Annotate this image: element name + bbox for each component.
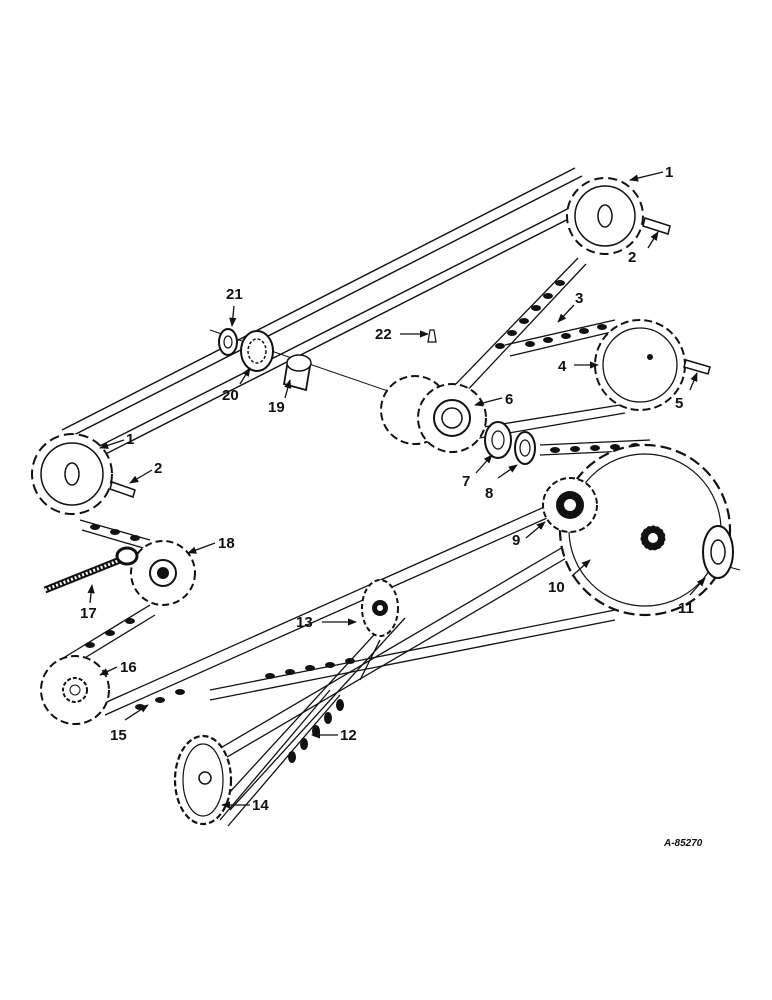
sprocket-middle-double — [380, 375, 487, 453]
sprocket-13 — [361, 579, 399, 637]
key-2-upper — [642, 217, 671, 235]
callout-17: 17 — [80, 584, 97, 622]
label-9: 9 — [512, 532, 520, 549]
label-15: 15 — [110, 727, 127, 744]
chain-links-upper — [495, 280, 607, 349]
label-16: 16 — [120, 659, 137, 676]
label-20: 20 — [222, 387, 239, 404]
callout-21: 21 — [226, 286, 243, 327]
eye-bolt — [43, 546, 139, 594]
callout-18: 18 — [187, 535, 235, 554]
callout-19: 19 — [268, 379, 292, 416]
callout-4: 4 — [558, 358, 599, 375]
sprocket-16 — [40, 655, 110, 725]
callout-20: 20 — [222, 367, 251, 404]
label-21: 21 — [226, 286, 243, 303]
key-2-lower — [109, 481, 136, 498]
label-1-top: 1 — [665, 164, 673, 181]
bearing-7 — [484, 421, 512, 459]
label-8: 8 — [485, 485, 493, 502]
label-13: 13 — [296, 614, 313, 631]
callout-2-left: 2 — [129, 460, 162, 484]
idler-sprocket — [130, 540, 196, 606]
label-2-top: 2 — [628, 249, 636, 266]
label-17: 17 — [80, 605, 97, 622]
callout-15: 15 — [110, 704, 149, 744]
sprocket-14 — [173, 734, 233, 826]
sprocket-large — [558, 443, 732, 617]
label-1-left: 1 — [126, 431, 134, 448]
callout-9: 9 — [512, 521, 546, 549]
callout-2-top: 2 — [628, 231, 659, 266]
callout-13: 13 — [296, 614, 357, 631]
collar-8 — [514, 431, 536, 465]
label-10: 10 — [548, 579, 565, 596]
callout-8: 8 — [485, 464, 518, 502]
sprocket-top-right — [566, 177, 644, 255]
callout-10: 10 — [548, 559, 591, 596]
label-2-left: 2 — [154, 460, 162, 477]
spacer-19 — [282, 354, 312, 392]
callout-3: 3 — [557, 290, 583, 323]
label-7: 7 — [462, 473, 470, 490]
collar-21 — [218, 328, 238, 356]
label-4: 4 — [558, 358, 567, 375]
washer — [702, 525, 734, 579]
callout-6: 6 — [474, 391, 513, 408]
callout-11: 11 — [678, 577, 706, 617]
label-14: 14 — [252, 797, 269, 814]
label-18: 18 — [218, 535, 235, 552]
sprocket-left — [31, 433, 113, 515]
label-5: 5 — [675, 395, 683, 412]
callout-22: 22 — [375, 326, 429, 343]
label-19: 19 — [268, 399, 285, 416]
label-11: 11 — [678, 600, 694, 617]
lower-cross-chains — [99, 499, 616, 827]
sprocket-small-9 — [542, 477, 598, 533]
sprocket-right-upper — [594, 319, 686, 411]
key-5 — [683, 359, 711, 375]
callout-12: 12 — [311, 727, 357, 744]
bearing-20 — [240, 330, 274, 372]
top-long-chain — [61, 167, 601, 467]
label-12: 12 — [340, 727, 357, 744]
callout-5: 5 — [675, 372, 698, 412]
figure-reference: A-85270 — [663, 838, 703, 849]
setscrew-22 — [427, 329, 437, 343]
chain-links-left — [85, 524, 140, 648]
callout-1-left: 1 — [99, 431, 134, 449]
label-3: 3 — [575, 290, 583, 307]
drive-chain-upper — [451, 257, 626, 441]
callout-7: 7 — [462, 454, 493, 490]
label-22: 22 — [375, 326, 392, 343]
callout-16: 16 — [99, 659, 137, 676]
label-6: 6 — [505, 391, 513, 408]
callout-14: 14 — [221, 797, 269, 814]
callout-1-top: 1 — [629, 164, 673, 182]
